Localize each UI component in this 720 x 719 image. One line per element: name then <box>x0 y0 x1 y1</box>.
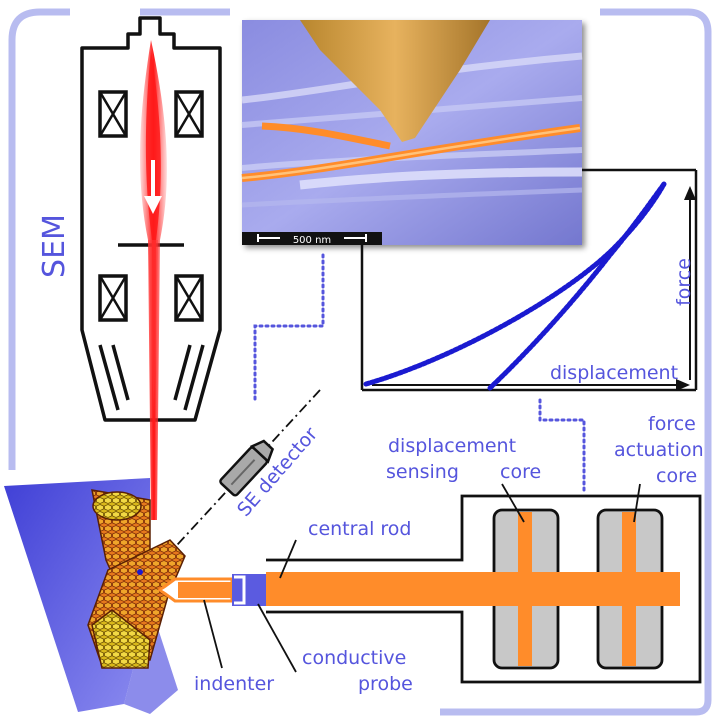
beam-direction-arrow-icon <box>144 160 162 214</box>
force-core-label-line1: force <box>648 413 696 435</box>
dotted-connector-image <box>253 253 325 402</box>
indenter-label: indenter <box>194 673 274 695</box>
micrograph-details <box>241 20 583 245</box>
lens-coil-3 <box>98 274 128 322</box>
lens-coil-2 <box>174 90 204 138</box>
displacement-core-label-line1: displacement <box>388 435 516 457</box>
displacement-core-label-line3: core <box>500 461 541 483</box>
sem-label: SEM <box>37 214 72 278</box>
indenter-tip <box>157 577 234 603</box>
indenter-leader <box>203 599 223 669</box>
force-axis-label: force <box>673 258 695 306</box>
dotted-connector-plot <box>538 398 586 496</box>
central-rod <box>266 572 680 606</box>
lens-coil-1 <box>98 90 128 138</box>
conductive-probe-label-line2: probe <box>358 673 413 695</box>
central-rod-leader <box>279 539 297 579</box>
outer-frame-left <box>8 8 60 470</box>
probe-leader <box>257 603 297 673</box>
force-core-label-line3: core <box>656 465 697 487</box>
displacement-core-label-line2: sensing <box>386 461 459 483</box>
displacement-core-leader <box>501 483 525 523</box>
conductive-probe <box>232 574 266 606</box>
force-core-leader <box>633 483 641 523</box>
unloading-curve <box>487 181 667 391</box>
lens-coil-4 <box>174 274 204 322</box>
displacement-axis-label: displacement <box>550 362 678 384</box>
se-detector <box>153 389 321 571</box>
scale-bar-label: 500 nm <box>293 235 331 246</box>
force-displacement-plot <box>360 168 698 392</box>
central-rod-label: central rod <box>308 518 411 540</box>
carbon-nanostructure <box>87 489 186 669</box>
force-core-label-line2: actuation <box>614 439 704 461</box>
conductive-probe-label-line1: conductive <box>302 647 406 669</box>
force-displacement-curve <box>363 181 667 391</box>
electron-beam <box>140 40 167 520</box>
